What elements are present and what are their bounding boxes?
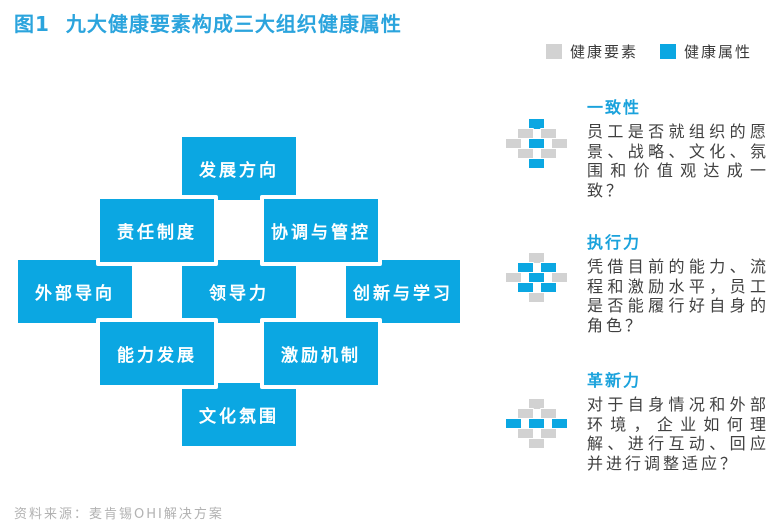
mini-0-motivation <box>539 147 557 160</box>
mini-0-accountability <box>516 127 534 140</box>
mini-0-external-orientation <box>505 137 522 150</box>
mini-2-leadership <box>528 417 545 430</box>
legend-label-attributes: 健康属性 <box>684 43 753 61</box>
mini-1-culture-climate <box>528 291 545 304</box>
mini-1-capability-development <box>516 281 534 294</box>
legend-label-elements: 健康要素 <box>570 43 639 61</box>
source-note: 资料来源：麦肯锡OHI解决方案 <box>14 507 224 522</box>
mini-0-development-direction <box>528 118 545 130</box>
mini-0-culture-climate <box>528 157 545 170</box>
element-box-coordination-control: 协调与管控 <box>260 194 382 266</box>
alignment-lattice-icon <box>505 118 569 170</box>
execution-lattice-icon <box>505 252 569 304</box>
mini-1-development-direction <box>528 252 545 264</box>
figure-title-text: 九大健康要素构成三大组织健康属性 <box>65 12 402 36</box>
mini-0-coordination-control <box>539 127 557 140</box>
attribute-text-block: 执行力 凭借目前的能力、流程和激励水平，员工是否能履行好自身的角色？ <box>587 229 777 335</box>
attribute-description: 对于自身情况和外部环境，企业如何理解、进行互动、回应并进行调整适应？ <box>587 395 769 473</box>
mini-0-leadership <box>528 137 545 150</box>
mini-2-innovation-learning <box>551 417 568 430</box>
element-box-innovation-learning: 创新与学习 <box>342 256 464 327</box>
element-box-capability-development: 能力发展 <box>96 317 218 389</box>
attribute-name: 革新力 <box>587 371 642 390</box>
attribute-name: 一致性 <box>587 98 642 117</box>
attribute-section-alignment: 一致性 员工是否就组织的愿景、战略、文化、氛围和价值观达成一致？ <box>505 94 777 200</box>
mini-2-development-direction <box>528 398 545 410</box>
org-health-diagram: 发展方向外部导向领导力创新与学习文化氛围 责任制度协调与管控能力发展激励机制 <box>0 133 470 453</box>
mini-0-innovation-learning <box>551 137 568 150</box>
legend-item-attributes: 健康属性 <box>660 41 752 62</box>
mini-2-external-orientation <box>505 417 522 430</box>
mini-2-accountability <box>516 407 534 420</box>
element-box-development-direction: 发展方向 <box>178 133 300 204</box>
attribute-description: 凭借目前的能力、流程和激励水平，员工是否能履行好自身的角色？ <box>587 257 769 335</box>
legend: 健康要素 健康属性 <box>546 41 752 62</box>
mini-2-capability-development <box>516 427 534 440</box>
mini-1-motivation <box>539 281 557 294</box>
mini-2-motivation <box>539 427 557 440</box>
mini-0-capability-development <box>516 147 534 160</box>
element-box-leadership: 领导力 <box>178 256 300 327</box>
mini-1-innovation-learning <box>551 271 568 284</box>
renewal-lattice-icon <box>505 398 569 450</box>
mini-1-external-orientation <box>505 271 522 284</box>
attribute-name: 执行力 <box>587 233 642 252</box>
legend-item-elements: 健康要素 <box>546 41 638 62</box>
mini-1-accountability <box>516 261 534 274</box>
attribute-section-execution: 执行力 凭借目前的能力、流程和激励水平，员工是否能履行好自身的角色？ <box>505 229 777 335</box>
mini-1-coordination-control <box>539 261 557 274</box>
element-box-external-orientation: 外部导向 <box>14 256 136 327</box>
legend-swatch-elements <box>546 44 562 59</box>
attribute-text-block: 一致性 员工是否就组织的愿景、战略、文化、氛围和价值观达成一致？ <box>587 94 777 200</box>
page-title: 图1 九大健康要素构成三大组织健康属性 <box>14 8 402 37</box>
element-box-culture-climate: 文化氛围 <box>178 379 300 450</box>
mini-2-coordination-control <box>539 407 557 420</box>
figure-label: 图1 <box>14 12 50 36</box>
attribute-section-renewal: 革新力 对于自身情况和外部环境，企业如何理解、进行互动、回应并进行调整适应？ <box>505 367 777 473</box>
attribute-description: 员工是否就组织的愿景、战略、文化、氛围和价值观达成一致？ <box>587 122 769 200</box>
element-box-accountability: 责任制度 <box>96 194 218 266</box>
element-box-motivation: 激励机制 <box>260 317 382 389</box>
attribute-text-block: 革新力 对于自身情况和外部环境，企业如何理解、进行互动、回应并进行调整适应？ <box>587 367 777 473</box>
mini-2-culture-climate <box>528 437 545 450</box>
legend-swatch-attributes <box>660 44 677 59</box>
mini-1-leadership <box>528 271 545 284</box>
